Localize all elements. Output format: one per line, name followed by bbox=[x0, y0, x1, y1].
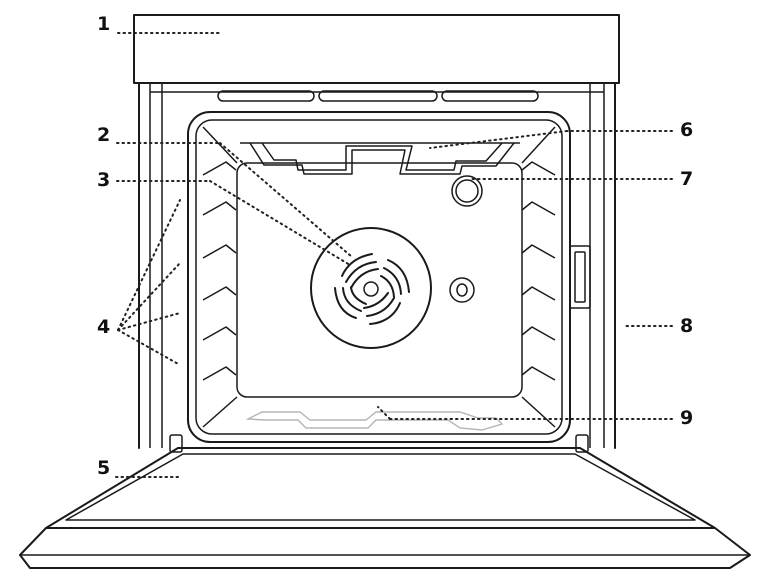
top-heating-element bbox=[240, 143, 520, 174]
oven-frame bbox=[139, 83, 615, 448]
fan-cover bbox=[311, 228, 431, 348]
door-hinges bbox=[170, 435, 588, 452]
callout-1: 1 bbox=[97, 13, 110, 35]
callout-4: 4 bbox=[97, 316, 110, 338]
callout-7: 7 bbox=[680, 168, 693, 190]
callout-3: 3 bbox=[97, 169, 110, 191]
leader-lines bbox=[116, 33, 672, 477]
callout-8: 8 bbox=[680, 315, 693, 337]
callout-9: 9 bbox=[680, 407, 693, 429]
callout-2: 2 bbox=[97, 124, 110, 146]
oven-cavity bbox=[188, 112, 570, 442]
circular-element bbox=[450, 278, 474, 302]
bottom-heating-element bbox=[248, 412, 502, 430]
callout-6: 6 bbox=[680, 119, 693, 141]
callout-5: 5 bbox=[97, 457, 110, 479]
oven-door bbox=[20, 448, 750, 568]
control-panel bbox=[134, 15, 619, 83]
oven-lamp bbox=[452, 176, 482, 206]
door-latch bbox=[570, 246, 590, 308]
